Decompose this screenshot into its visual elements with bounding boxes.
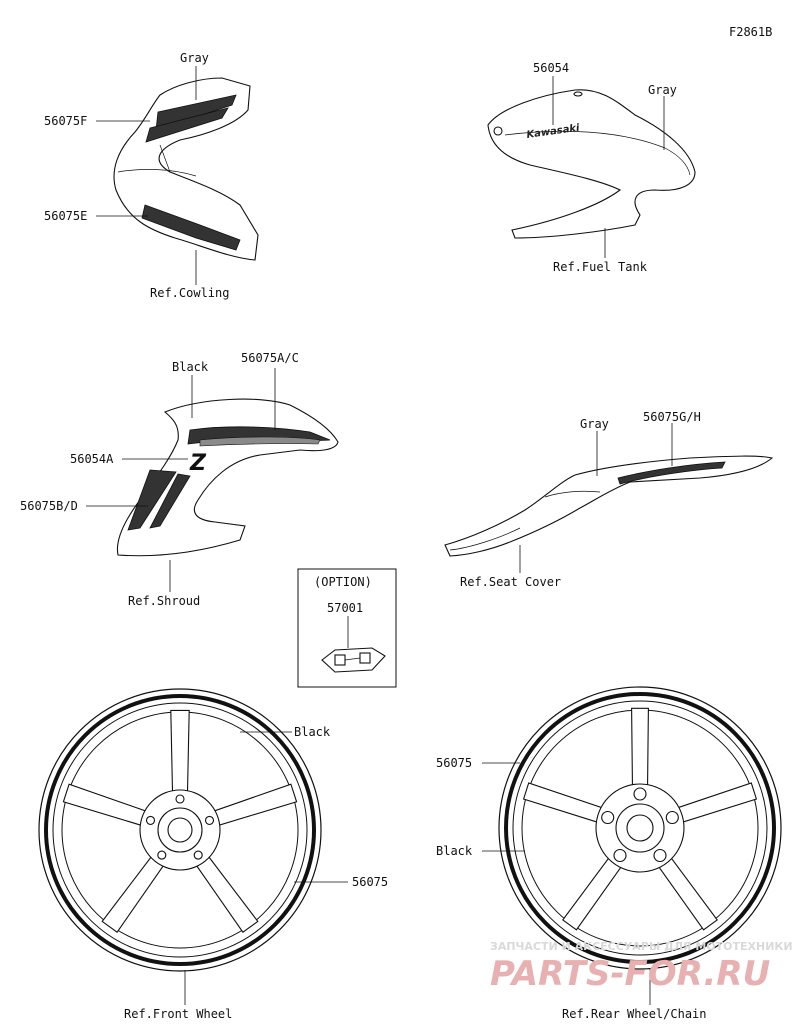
hub-hole: [665, 810, 679, 825]
wheel-spoke: [522, 782, 608, 825]
seat-cover-ref-label: Ref.Seat Cover: [460, 575, 561, 589]
wheel-spoke: [562, 852, 625, 931]
front-wheel-ref-label: Ref.Front Wheel: [124, 1007, 232, 1021]
shroud-side-stripe: [127, 469, 177, 531]
fuel-tank-ref-label: Ref.Fuel Tank: [553, 260, 648, 274]
figure-code: F2861B: [729, 25, 772, 39]
cowling-diagram: Gray 56075F 56075E Ref.Cowling: [44, 51, 259, 300]
rear-wheel-ref-label: Ref.Rear Wheel/Chain: [562, 1007, 707, 1021]
front-wheel-diagram: Black 56075 Ref.Front Wheel: [38, 688, 388, 1021]
seat-cover-color-label: Gray: [580, 417, 609, 431]
seat-cover-shape: [444, 455, 774, 557]
cowling-ref-label: Ref.Cowling: [150, 286, 229, 300]
front-wheel-spokes: [62, 709, 298, 933]
rear-wheel-diagram: 56075 Black Ref.Rear Wheel/Chain: [436, 686, 782, 1021]
rotor-bolt: [157, 850, 167, 860]
cowling-part-lower: 56075E: [44, 209, 87, 223]
wheel-spoke: [101, 851, 168, 933]
fuel-tank-shape: [487, 89, 696, 239]
shroud-diagram: Z Black 56075A/C 56054A 56075B/D Ref.Shr…: [20, 351, 339, 608]
option-part: 57001: [327, 601, 363, 615]
wheel-spoke: [655, 852, 718, 931]
watermark: ЗАПЧАСТИ И АКСЕССУАРЫ ДЛЯ МОТОТЕХНИКИ PA…: [490, 940, 793, 994]
hub-hole: [653, 848, 667, 863]
wheel-spoke: [192, 851, 259, 933]
rotor-bolt: [175, 794, 185, 804]
option-clip-icon: [321, 647, 386, 673]
wheel-spoke: [62, 783, 152, 828]
option-box: (OPTION) 57001: [297, 568, 397, 688]
cowling-lower-stripe: [141, 204, 241, 251]
watermark-line1: ЗАПЧАСТИ И АКСЕССУАРЫ ДЛЯ МОТОТЕХНИКИ: [490, 940, 793, 953]
rotor-bolt: [204, 815, 215, 825]
hub-hole: [613, 848, 627, 863]
rotor-bolt: [193, 850, 203, 860]
seat-cover-stripe: [617, 461, 726, 485]
hub-hole: [601, 810, 615, 825]
cowling-color-label: Gray: [180, 51, 209, 65]
cowling-upper-stripe-2: [145, 107, 229, 143]
rotor-bolt: [145, 815, 156, 825]
wheel-spoke: [170, 709, 190, 798]
shroud-part-side: 56075B/D: [20, 499, 78, 513]
front-wheel-color-label: Black: [294, 725, 331, 739]
option-title: (OPTION): [314, 575, 372, 589]
front-wheel-part: 56075: [352, 875, 388, 889]
wheel-spoke: [208, 783, 298, 828]
hub-hole: [633, 787, 647, 801]
shroud-ref-label: Ref.Shroud: [128, 594, 200, 608]
fuel-tank-color-label: Gray: [648, 83, 677, 97]
wheel-spoke: [631, 707, 649, 792]
shroud-part-emblem: 56054A: [70, 452, 114, 466]
shroud-color-label: Black: [172, 360, 209, 374]
cowling-part-upper: 56075F: [44, 114, 87, 128]
shroud-part-top: 56075A/C: [241, 351, 299, 365]
fuel-tank-diagram: Kawasaki 56054 Gray Ref.Fuel Tank: [487, 61, 696, 274]
seat-cover-part: 56075G/H: [643, 410, 701, 424]
wheel-spoke: [672, 782, 758, 825]
rear-wheel-spokes: [522, 707, 758, 931]
watermark-line2: PARTS-FOR.RU: [490, 954, 770, 994]
rear-wheel-part: 56075: [436, 756, 472, 770]
seat-cover-diagram: Gray 56075G/H Ref.Seat Cover: [444, 410, 774, 589]
fuel-tank-part: 56054: [533, 61, 569, 75]
shroud-emblem: Z: [189, 451, 207, 476]
rear-wheel-color-label: Black: [436, 844, 473, 858]
